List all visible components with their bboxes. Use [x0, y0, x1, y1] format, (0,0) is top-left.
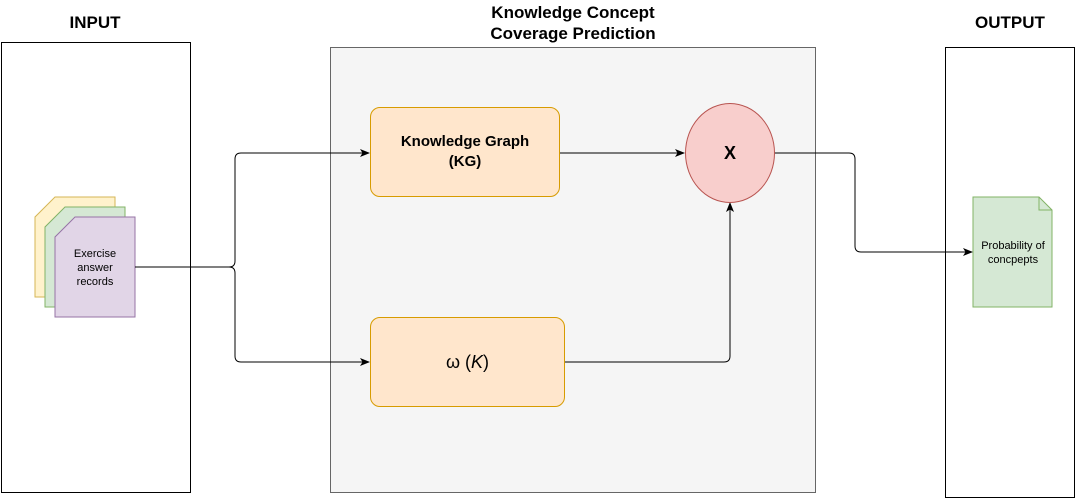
connector-records-to-omega	[228, 266, 370, 366]
output-heading: OUTPUT	[975, 13, 1045, 32]
multiply-node: X	[685, 103, 775, 203]
input-heading: INPUT	[69, 13, 121, 32]
connector-multiply-to-output	[775, 152, 973, 256]
omega-node: ω (K)	[370, 317, 565, 407]
knowledge-graph-node: Knowledge Graph (KG)	[370, 107, 560, 197]
omega-symbol: ω (	[445, 351, 472, 372]
knowledge-graph-abbrev: (KG)	[448, 153, 482, 170]
omega-argument: K	[471, 351, 484, 372]
connector-records-to-kg	[135, 149, 370, 268]
document-stack-front	[54, 216, 136, 318]
center-heading-line1: Knowledge Concept	[491, 3, 655, 22]
center-heading: Knowledge Concept Coverage Prediction	[423, 2, 723, 44]
omega-close: )	[483, 351, 490, 372]
center-heading-line2: Coverage Prediction	[490, 24, 656, 43]
exercise-records-label: Exercise answer records	[73, 248, 117, 288]
multiply-symbol: X	[723, 142, 736, 163]
probability-note-shape	[972, 196, 1053, 308]
probability-label: Probability of concpepts	[981, 240, 1045, 266]
connector-omega-to-multiply	[565, 202, 734, 363]
probability-note-fold	[1038, 197, 1052, 211]
knowledge-graph-label: Knowledge Graph	[400, 133, 530, 150]
